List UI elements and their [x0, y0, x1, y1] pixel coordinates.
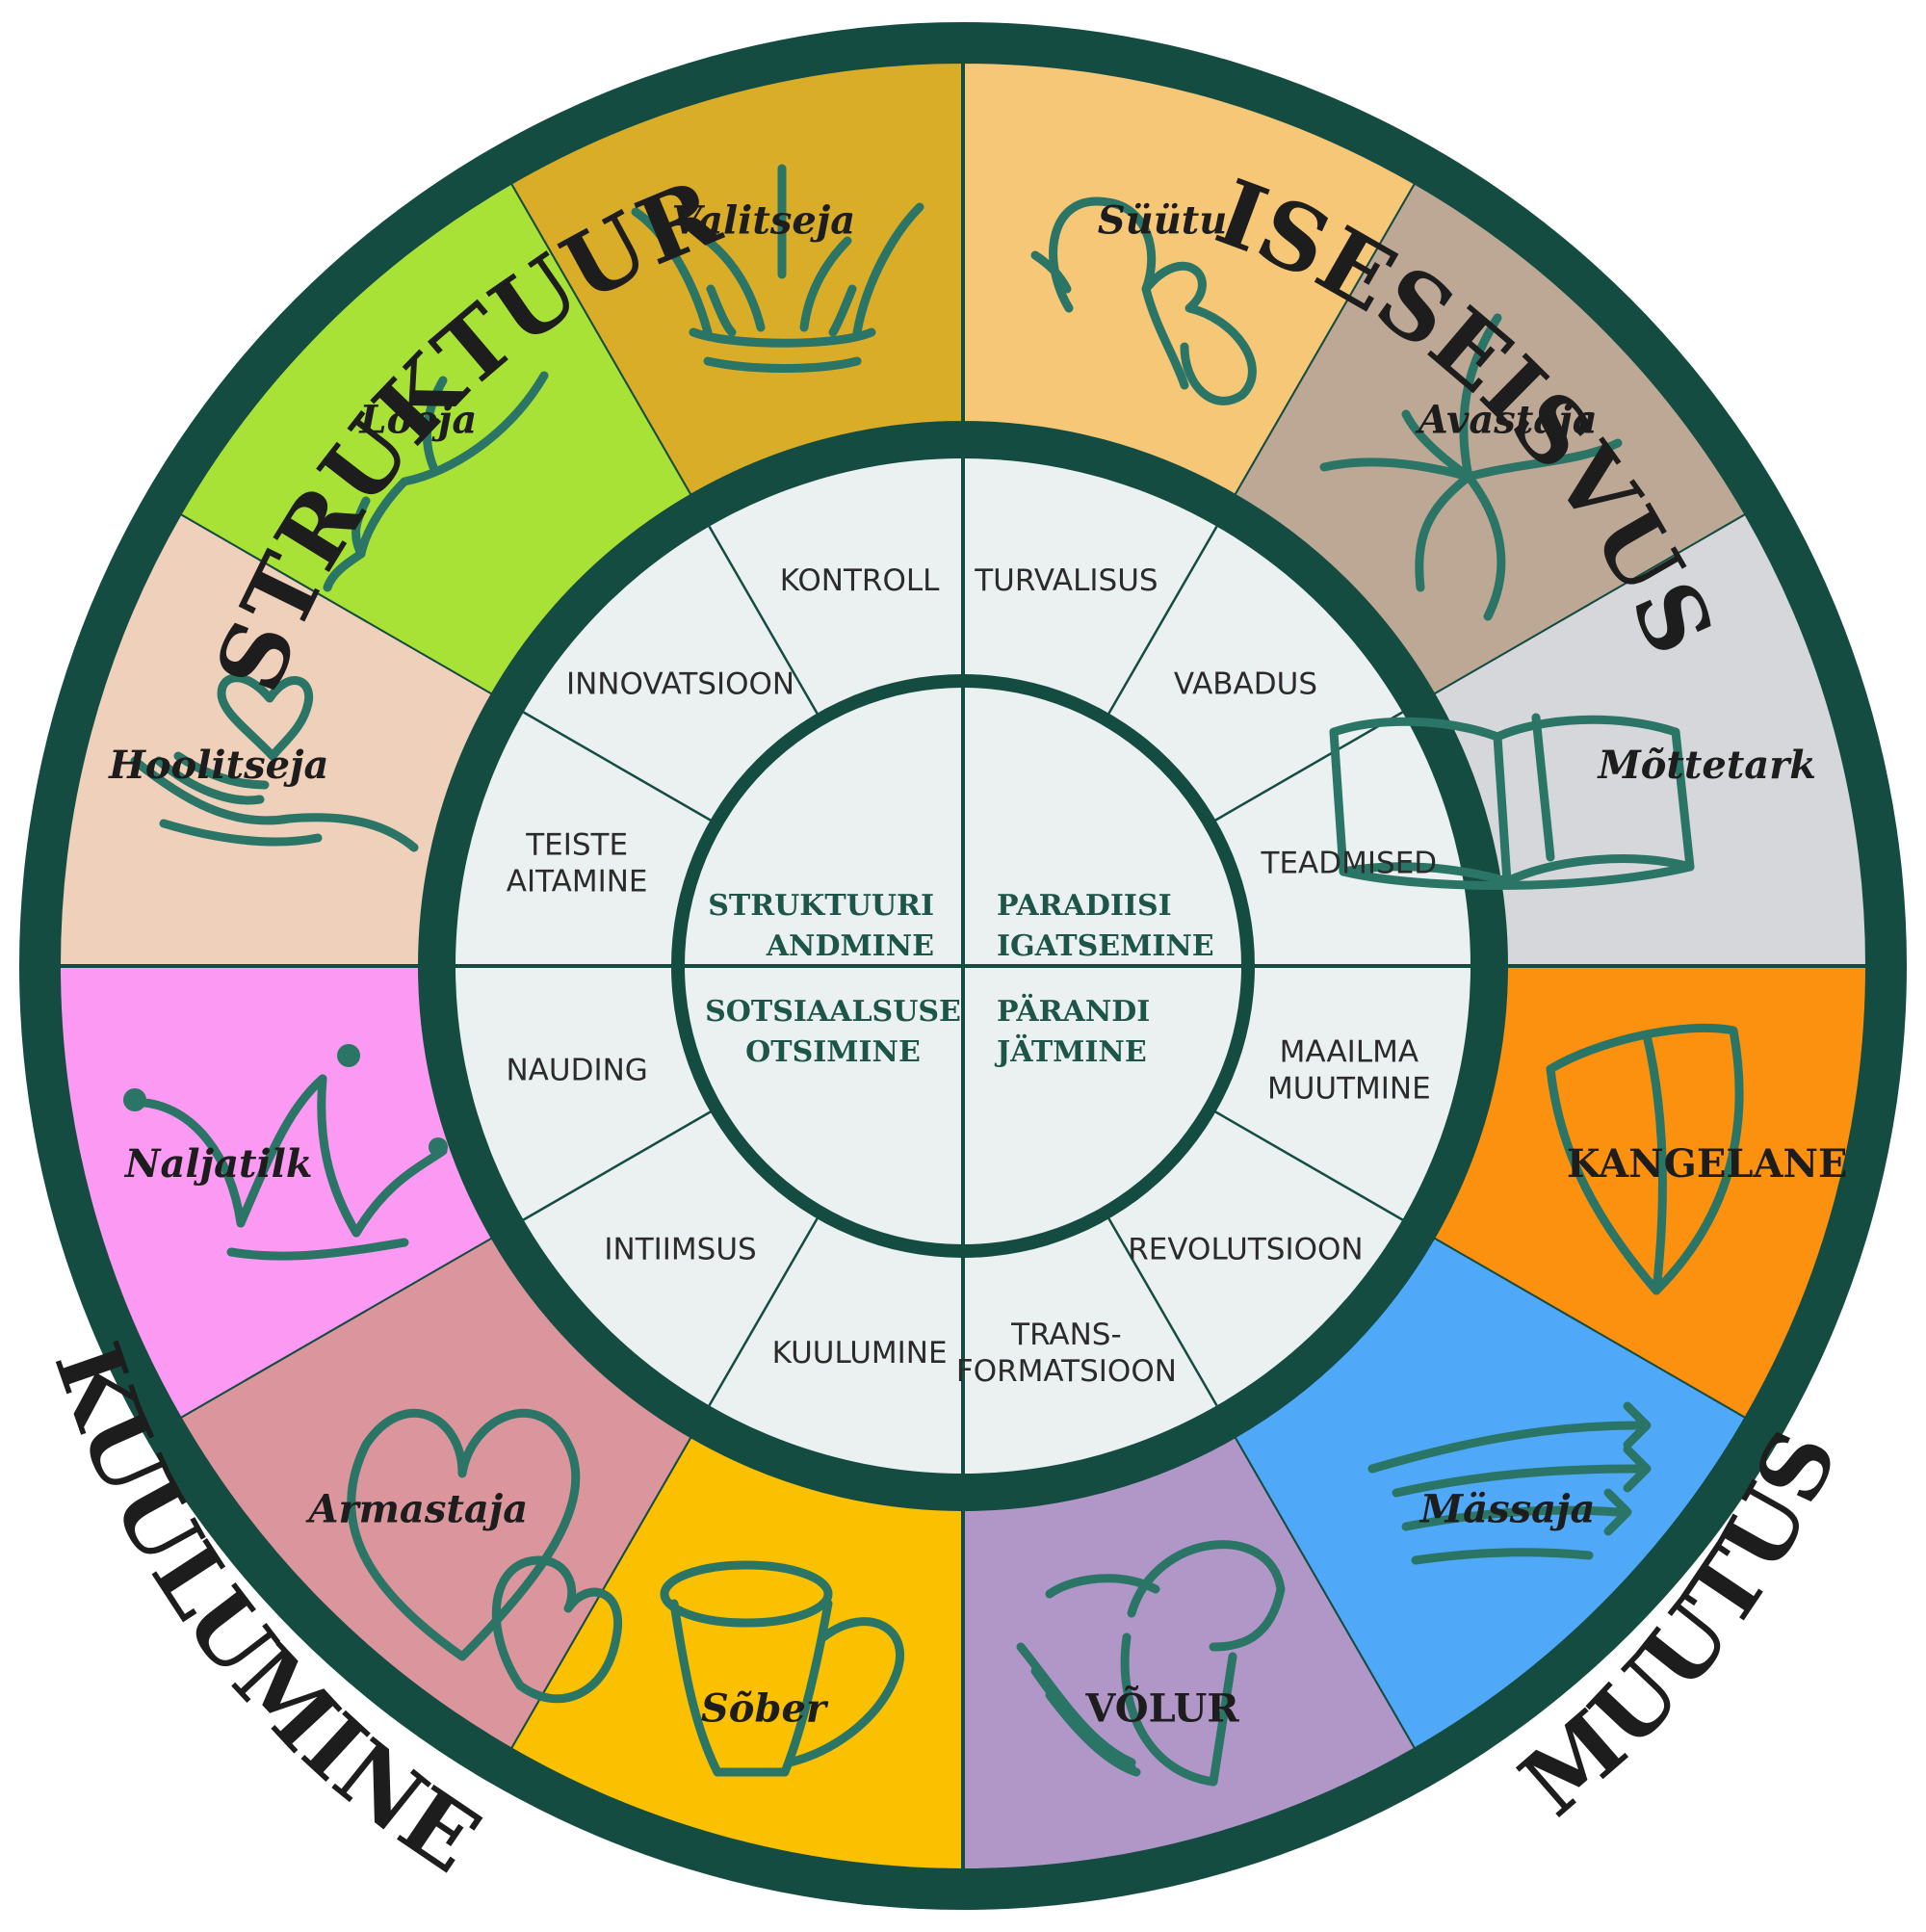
- need-label-teadmised: TEADMISED: [1261, 847, 1438, 881]
- archetype-icons: [123, 164, 1744, 1787]
- core-label-paradiisi-igatsemine: PARADIISI: [997, 889, 1172, 923]
- archetype-label-sober: Sõber: [701, 1686, 829, 1732]
- core-label-parandi-jatmine: JÄTMINE: [994, 1033, 1147, 1069]
- arrows-icon: [1367, 1401, 1652, 1565]
- core-labels: STRUKTUURI ANDMINE PARADIISI IGATSEMINE SOTS…: [705, 889, 1214, 1069]
- need-label-intiimsus: INTIIMSUS: [604, 1232, 756, 1266]
- open-book-icon: [1329, 713, 1695, 890]
- need-label-vabadus: VABADUS: [1174, 667, 1317, 702]
- need-dividers: [455, 458, 1471, 1474]
- need-divider: [522, 1109, 714, 1221]
- pen-nib-icon: [323, 371, 549, 592]
- shield-icon: [1546, 1023, 1744, 1295]
- need-labels: TURVALISUS VABADUS TEADMISED MAAILMAMUUTMIN…: [506, 563, 1437, 1389]
- core-label-sotsiaalsuse-otsimine: SOTSIAALSUSE: [705, 995, 961, 1029]
- hearts-icon: [347, 1408, 622, 1704]
- need-divider: [1106, 525, 1218, 717]
- archetype-label-volur: VÕLUR: [1084, 1686, 1239, 1732]
- need-divider: [1106, 1215, 1218, 1407]
- core-label-paradiisi-igatsemine: IGATSEMINE: [997, 929, 1214, 963]
- need-label-innovatsioon: INNOVATSIOON: [566, 667, 794, 702]
- archetype-label-mottetark: Mõttetark: [1596, 743, 1816, 788]
- core-label-parandi-jatmine: PÄRANDI: [997, 993, 1150, 1029]
- caring-hand-icon: [130, 673, 419, 852]
- need-divider: [1212, 711, 1404, 823]
- archetype-label-avastaja: Avastaja: [1415, 397, 1598, 442]
- need-divider: [522, 711, 714, 823]
- need-divider: [1212, 1109, 1404, 1221]
- need-label-teiste-aitamine: TEISTE: [525, 828, 628, 863]
- archetype-label-armastaja: Armastaja: [304, 1487, 528, 1532]
- archetype-label-valitseja: Valitseja: [672, 197, 856, 243]
- need-divider: [708, 1215, 820, 1407]
- core-label-struktuuri-andmine: STRUKTUURI: [708, 889, 934, 923]
- archetype-label-massaja: Mässaja: [1418, 1487, 1596, 1532]
- jester-hat-icon: [123, 1044, 448, 1261]
- archetype-label-looja: Looja: [358, 397, 477, 442]
- need-label-kontroll: KONTROLL: [780, 563, 940, 598]
- starfish-icon: [1319, 313, 1623, 621]
- need-label-maailma-muutmine: MUUTMINE: [1267, 1071, 1431, 1106]
- core-label-sotsiaalsuse-otsimine: OTSIMINE: [745, 1035, 921, 1069]
- need-label-maailma-muutmine: MAAILMA: [1280, 1034, 1418, 1069]
- core-label-struktuuri-andmine: ANDMINE: [766, 929, 934, 963]
- crown-icon: [631, 164, 924, 373]
- archetype-label-suutu: Süütu: [1098, 197, 1228, 243]
- need-divider: [708, 525, 820, 717]
- need-label-revolutsioon: REVOLUTSIOON: [1128, 1232, 1363, 1266]
- need-label-nauding: NAUDING: [506, 1053, 647, 1087]
- need-label-teiste-aitamine: AITAMINE: [507, 865, 648, 900]
- need-label-turvalisus: TURVALISUS: [974, 563, 1158, 598]
- need-label-trans-formatsioon: TRANS-: [1010, 1318, 1121, 1352]
- cup-icon: [660, 1560, 905, 1777]
- magic-hat-icon: [1016, 1540, 1286, 1787]
- archetype-label-hoolitseja: Hoolitseja: [108, 743, 328, 788]
- archetype-label-kangelane: KANGELANE: [1567, 1141, 1848, 1187]
- archetype-sectors: [58, 61, 1868, 1871]
- need-label-kuulumine: KUULUMINE: [772, 1336, 948, 1371]
- archetype-label-naljatilk: Naljatilk: [123, 1141, 313, 1187]
- butterfly-icon: [1030, 196, 1257, 405]
- need-label-trans-formatsioon: FORMATSIOON: [956, 1354, 1177, 1389]
